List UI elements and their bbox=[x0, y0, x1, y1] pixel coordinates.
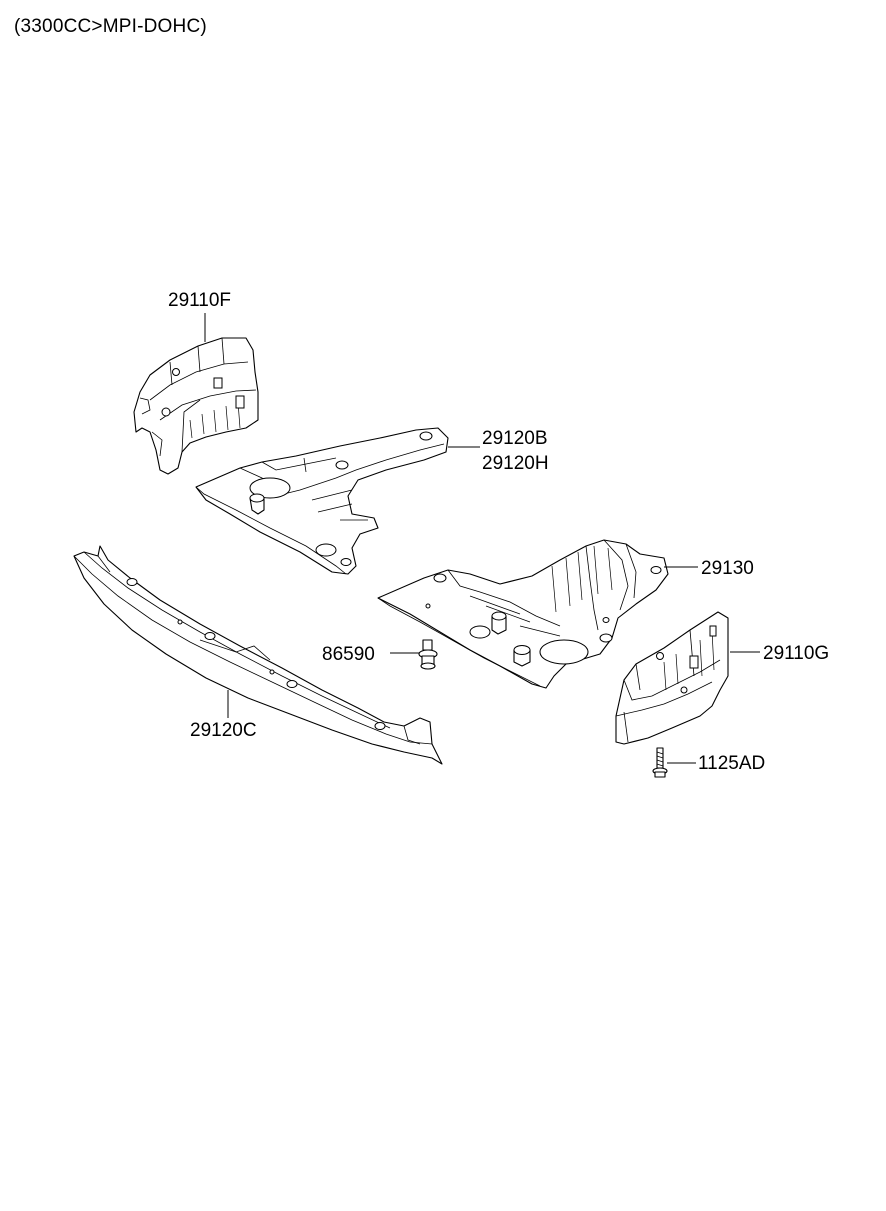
front-air-dam-panel-icon bbox=[73, 545, 443, 765]
part-label-29120H[interactable]: 29120H bbox=[482, 453, 549, 474]
part-label-1125AD[interactable]: 1125AD bbox=[698, 753, 766, 774]
side-splash-shield-left-icon bbox=[133, 337, 259, 475]
side-splash-shield-right-icon bbox=[615, 611, 729, 745]
engine-variant-header: (3300CC>MPI-DOHC) bbox=[14, 16, 207, 37]
clip-fastener-icon bbox=[418, 639, 438, 670]
part-label-86590[interactable]: 86590 bbox=[322, 644, 375, 665]
part-label-29120B[interactable]: 29120B bbox=[482, 428, 548, 449]
part-label-29130[interactable]: 29130 bbox=[701, 558, 754, 579]
under-cover-rear-icon bbox=[377, 539, 669, 689]
part-label-29110G[interactable]: 29110G bbox=[763, 643, 830, 664]
bolt-icon bbox=[652, 747, 668, 778]
part-label-29120C[interactable]: 29120C bbox=[190, 720, 257, 741]
under-cover-front-icon bbox=[195, 427, 449, 575]
part-label-29110F[interactable]: 29110F bbox=[168, 290, 232, 311]
